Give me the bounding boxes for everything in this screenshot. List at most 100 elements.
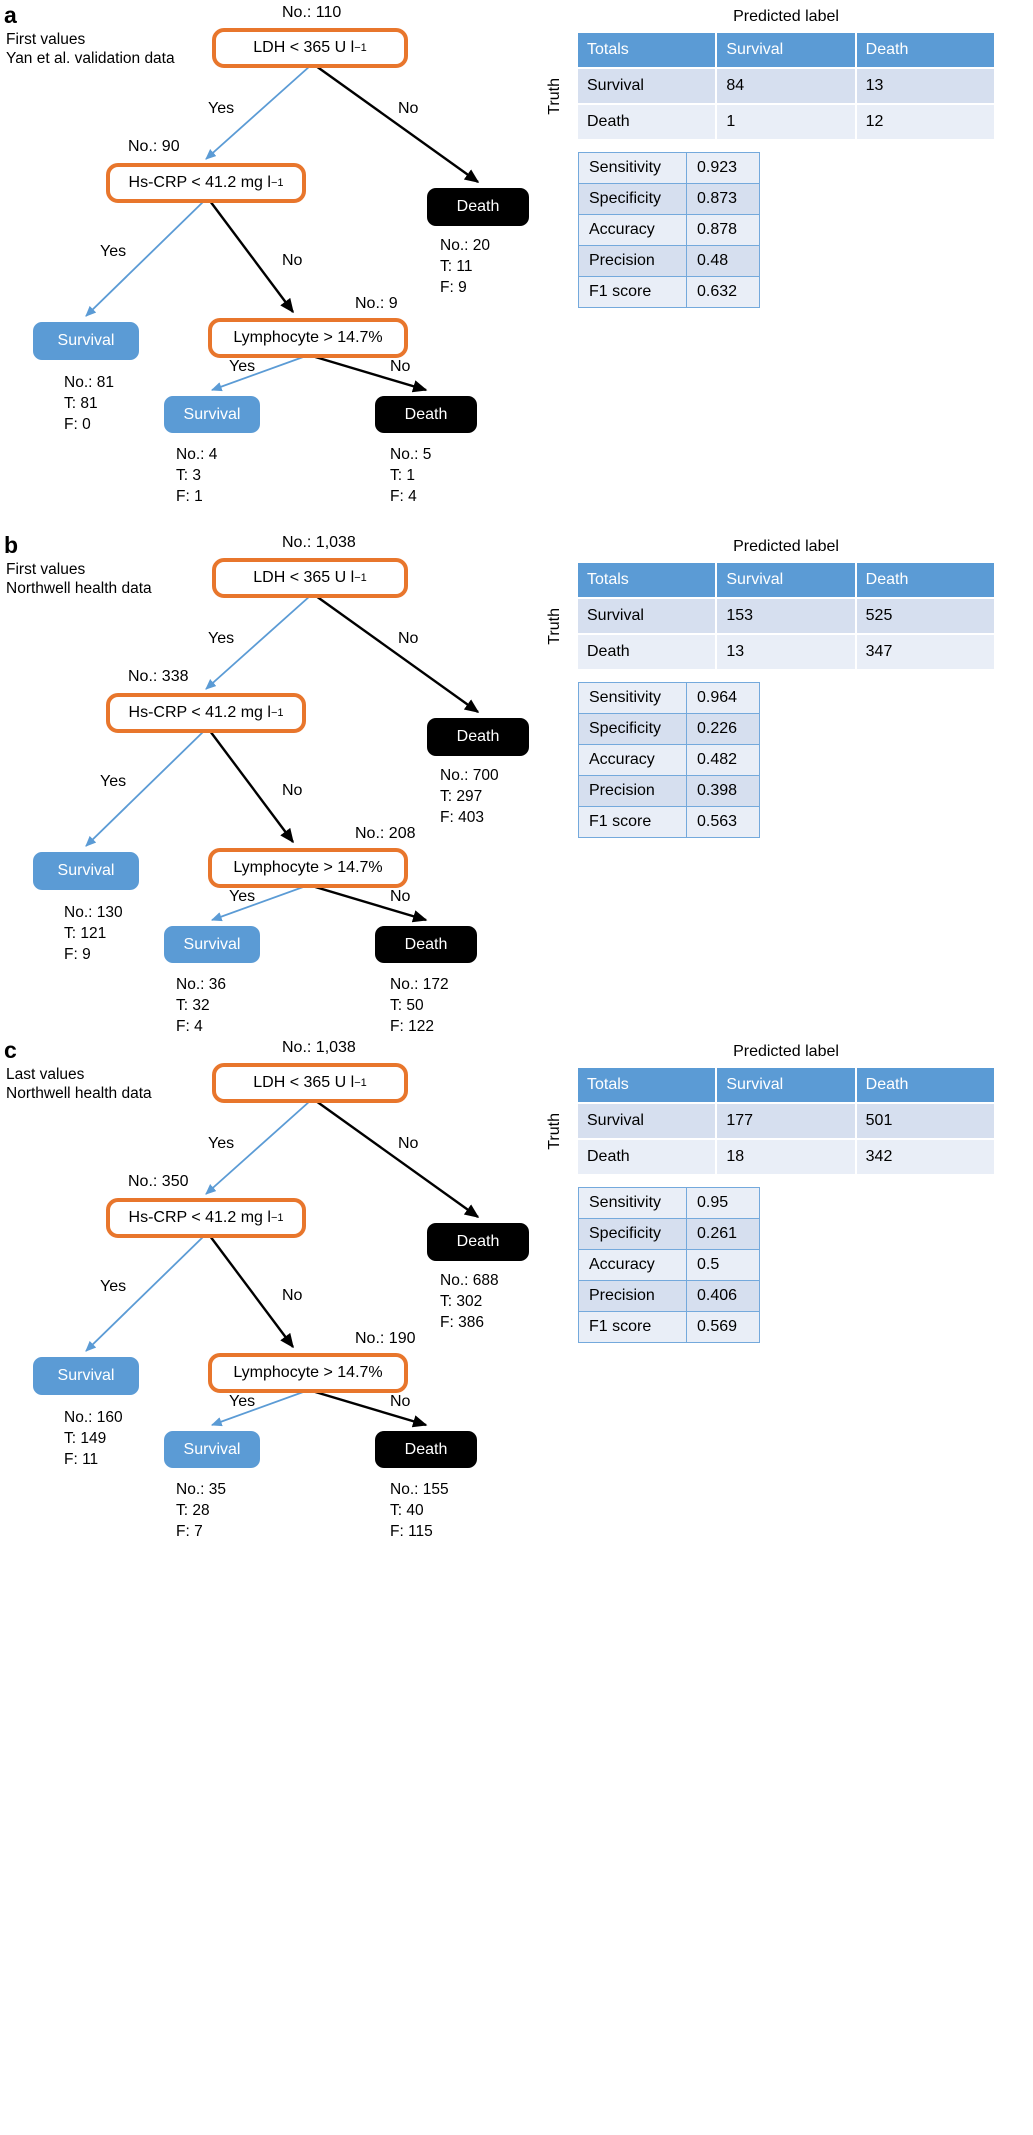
decision-node-hscrp-exponent: −1 <box>270 706 284 719</box>
count-level3: No.: 208 <box>355 825 416 842</box>
leaf-node-death-right[interactable]: Death <box>427 188 529 226</box>
leaf-node-death-bottom[interactable]: Death <box>375 396 477 433</box>
confusion-cell-death: 342 <box>856 1140 994 1174</box>
edge-l3-yes <box>210 885 307 922</box>
stats-survival-leaf: No.: 35 T: 28 F: 7 <box>176 1481 226 1540</box>
decision-node-lymphocyte[interactable]: Lymphocyte > 14.7% <box>208 1353 408 1393</box>
leaf-node-death-right[interactable]: Death <box>427 718 529 756</box>
decision-node-lymphocyte[interactable]: Lymphocyte > 14.7% <box>208 318 408 358</box>
metric-name: F1 score <box>578 276 687 308</box>
edge-label-l2-no: No <box>282 782 303 799</box>
edge-label-l2-yes: Yes <box>100 1278 127 1295</box>
leaf-node-survival-left[interactable]: Survival <box>33 322 139 360</box>
decision-node-hscrp[interactable]: Hs-CRP < 41.2 mg l−1 <box>106 163 306 203</box>
confusion-cell-death: 525 <box>856 599 994 633</box>
metric-name: Specificity <box>578 183 687 215</box>
decision-node-ldh-exponent: −1 <box>354 1076 367 1089</box>
stats-death-leaf: No.: 155 T: 40 F: 115 <box>390 1481 449 1540</box>
metric-value: 0.964 <box>686 682 760 714</box>
confusion-header-survival: Survival <box>717 33 855 67</box>
leaf-node-survival-bottom[interactable]: Survival <box>164 926 260 963</box>
stats-death-right: No.: 20 T: 11 F: 9 <box>440 237 490 296</box>
count-level2: No.: 338 <box>128 668 189 685</box>
metric-name: Accuracy <box>578 214 687 246</box>
edge-root-no <box>315 65 480 183</box>
decision-node-hscrp[interactable]: Hs-CRP < 41.2 mg l−1 <box>106 693 306 733</box>
leaf-node-survival-bottom[interactable]: Survival <box>164 396 260 433</box>
metric-value: 0.95 <box>686 1187 760 1219</box>
edge-l3-yes <box>210 355 307 392</box>
confusion-cell-survival: 177 <box>717 1104 855 1138</box>
confusion-cell-label: Survival <box>578 1104 716 1138</box>
leaf-node-survival-left[interactable]: Survival <box>33 852 139 890</box>
decision-node-lymphocyte[interactable]: Lymphocyte > 14.7% <box>208 848 408 888</box>
metric-value: 0.398 <box>686 775 760 807</box>
confusion-header-survival: Survival <box>717 563 855 597</box>
panel-letter-c: c <box>4 1037 17 1063</box>
metric-value: 0.5 <box>686 1249 760 1281</box>
metric-value: 0.406 <box>686 1280 760 1312</box>
decision-node-hscrp[interactable]: Hs-CRP < 41.2 mg l−1 <box>106 1198 306 1238</box>
decision-node-hscrp-label: Hs-CRP < 41.2 mg l <box>128 1209 271 1227</box>
edge-root-no <box>315 1100 480 1218</box>
metric-name: Precision <box>578 775 687 807</box>
metric-name: F1 score <box>578 806 687 838</box>
edge-label-l2-yes: Yes <box>100 773 127 790</box>
metric-value: 0.261 <box>686 1218 760 1250</box>
stats-death-leaf: No.: 5 T: 1 F: 4 <box>390 446 432 505</box>
count-level3: No.: 9 <box>355 295 398 312</box>
confusion-cell-survival: 13 <box>717 635 855 669</box>
confusion-cell-label: Death <box>578 1140 716 1174</box>
edge-l2-no <box>209 200 294 314</box>
decision-node-ldh[interactable]: LDH < 365 U l−1 <box>212 558 408 598</box>
leaf-node-death-bottom[interactable]: Death <box>375 1431 477 1468</box>
confusion-cell-death: 13 <box>856 69 994 103</box>
confusion-truth-axis-label: Truth <box>546 1113 563 1150</box>
leaf-node-survival-bottom[interactable]: Survival <box>164 1431 260 1468</box>
confusion-truth-axis-label: Truth <box>546 608 563 645</box>
decision-node-ldh[interactable]: LDH < 365 U l−1 <box>212 28 408 68</box>
edge-label-root-yes: Yes <box>208 100 235 117</box>
panel-caption-b: First values Northwell health data <box>6 561 152 597</box>
stats-death-right: No.: 688 T: 302 F: 386 <box>440 1272 499 1331</box>
decision-node-ldh-label: LDH < 365 U l <box>253 1074 355 1092</box>
metric-value: 0.563 <box>686 806 760 838</box>
decision-node-ldh-exponent: −1 <box>354 41 367 54</box>
count-root: No.: 110 <box>282 4 342 21</box>
stats-survival-leaf: No.: 4 T: 3 F: 1 <box>176 446 218 505</box>
edge-root-no <box>315 595 480 713</box>
metric-value: 0.632 <box>686 276 760 308</box>
leaf-node-survival-left[interactable]: Survival <box>33 1357 139 1395</box>
confusion-cell-death: 501 <box>856 1104 994 1138</box>
edge-label-l3-no: No <box>390 358 411 375</box>
decision-node-ldh[interactable]: LDH < 365 U l−1 <box>212 1063 408 1103</box>
panel-letter-a: a <box>4 2 17 28</box>
confusion-header-death: Death <box>856 33 994 67</box>
panel-letter-b: b <box>4 532 18 558</box>
metric-value: 0.48 <box>686 245 760 277</box>
stats-survival-left: No.: 160 T: 149 F: 11 <box>64 1409 123 1468</box>
leaf-node-death-bottom[interactable]: Death <box>375 926 477 963</box>
leaf-node-death-right[interactable]: Death <box>427 1223 529 1261</box>
metric-value: 0.226 <box>686 713 760 745</box>
decision-node-hscrp-exponent: −1 <box>270 1211 284 1224</box>
confusion-header-totals: Totals <box>578 33 716 67</box>
confusion-cell-label: Survival <box>578 599 716 633</box>
metric-name: Specificity <box>578 1218 687 1250</box>
